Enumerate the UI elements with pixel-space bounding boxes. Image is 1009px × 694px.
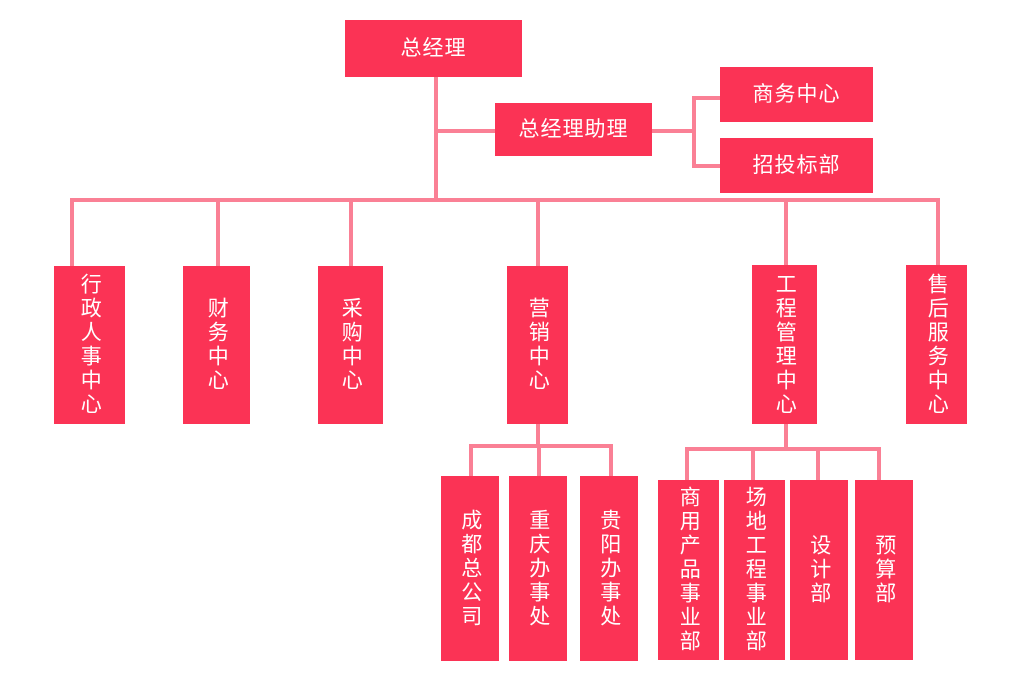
connector-stem-guiyang bbox=[609, 444, 613, 476]
connector-stem-finance bbox=[216, 198, 220, 268]
node-general-manager[interactable]: 总经理 bbox=[345, 20, 522, 77]
node-marketing-center[interactable]: 营销中心 bbox=[507, 266, 568, 424]
connector-engineering-down bbox=[784, 424, 788, 450]
node-commercial-products-division[interactable]: 商用产品事业部 bbox=[658, 480, 719, 660]
connector-marketing-bar bbox=[469, 444, 613, 448]
connector-stem-admin-hr bbox=[70, 198, 74, 268]
connector-marketing-down bbox=[536, 424, 540, 448]
node-engineering-mgmt-center[interactable]: 工程管理中心 bbox=[752, 265, 817, 424]
connector-engineering-bar bbox=[685, 447, 881, 451]
connector-stem-budget bbox=[877, 447, 881, 480]
connector-stem-after-sales bbox=[936, 198, 940, 268]
node-budget-dept[interactable]: 预算部 bbox=[855, 480, 913, 660]
connector-main-bar bbox=[70, 198, 940, 202]
node-design-dept[interactable]: 设计部 bbox=[790, 480, 848, 660]
connector-assistant-to-bidding-dept bbox=[692, 164, 722, 168]
connector-stem-commercial-products bbox=[685, 447, 689, 480]
connector-stem-chongqing bbox=[537, 444, 541, 476]
node-chongqing-office[interactable]: 重庆办事处 bbox=[509, 476, 567, 661]
connector-stem-engineering bbox=[784, 198, 788, 268]
node-bidding-dept[interactable]: 招投标部 bbox=[720, 138, 873, 193]
node-chengdu-hq[interactable]: 成都总公司 bbox=[441, 476, 499, 661]
connector-stem-site-engineering bbox=[751, 447, 755, 480]
connector-assistant-to-business-center bbox=[692, 96, 722, 100]
connector-stem-procurement bbox=[349, 198, 353, 268]
node-gm-assistant[interactable]: 总经理助理 bbox=[495, 103, 652, 156]
node-procurement-center[interactable]: 采购中心 bbox=[318, 266, 383, 424]
connector-stem-marketing bbox=[536, 198, 540, 268]
node-finance-center[interactable]: 财务中心 bbox=[183, 266, 250, 424]
connector-stem-design bbox=[816, 447, 820, 480]
connector-assistant-right-stub bbox=[651, 129, 696, 133]
node-site-engineering-division[interactable]: 场地工程事业部 bbox=[724, 480, 785, 660]
connector-assistant-bracket bbox=[692, 96, 696, 168]
connector-gm-trunk bbox=[434, 76, 438, 200]
node-guiyang-office[interactable]: 贵阳办事处 bbox=[580, 476, 638, 661]
connector-gm-to-assistant bbox=[434, 129, 498, 133]
node-business-center[interactable]: 商务中心 bbox=[720, 67, 873, 122]
node-admin-hr-center[interactable]: 行政人事中心 bbox=[54, 266, 125, 424]
connector-stem-chengdu bbox=[469, 444, 473, 476]
node-after-sales-center[interactable]: 售后服务中心 bbox=[906, 265, 967, 424]
